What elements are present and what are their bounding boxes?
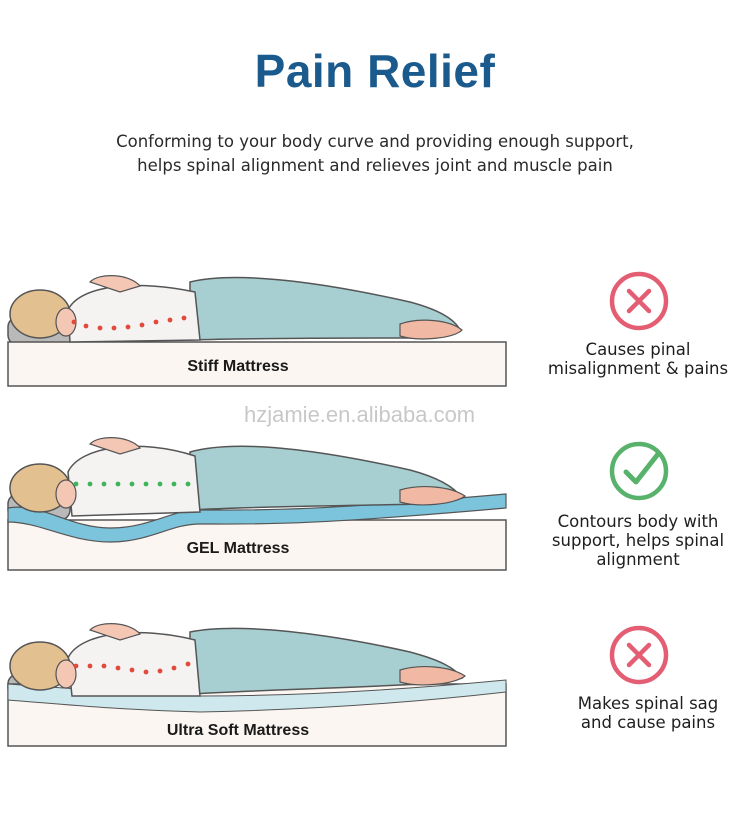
caption-line: Causes pinal [585,340,691,359]
mattress-label-gel: GEL Mattress [186,540,290,557]
subtitle-line-1: Conforming to your body curve and provid… [116,132,634,151]
caption-line: misalignment & pains [547,359,729,378]
sleeper-ultra-soft-illustration [7,623,507,747]
caption-line: and cause pains [580,713,716,732]
caption-gel: Contours body with support, helps spinal… [523,512,750,569]
check-circle-icon [608,440,670,502]
x-circle-icon [608,624,670,686]
caption-line: Makes spinal sag [577,694,719,713]
watermark-text: hzjamie.en.alibaba.com [244,402,476,427]
mattress-label-ultra-soft: Ultra Soft Mattress [166,722,310,739]
caption-line: support, helps spinal [551,531,725,550]
stiff-mattress-scene: Stiff Mattress [0,262,520,442]
ultra-soft-mattress-scene: Ultra Soft Mattress [0,622,520,802]
sleeper-stiff-illustration [7,275,507,387]
caption-stiff: Causes pinal misalignment & pains [523,340,750,378]
gel-mattress-scene: GEL Mattress [0,432,520,612]
page-title: Pain Relief [254,45,496,97]
page-subtitle: Conforming to your body curve and provid… [40,130,710,178]
mattress-label-stiff: Stiff Mattress [187,358,289,375]
caption-ultra-soft: Makes spinal sag and cause pains [533,694,750,732]
subtitle-line-2: helps spinal alignment and relieves join… [137,156,613,175]
caption-line: Contours body with [557,512,719,531]
caption-line: alignment [596,550,680,569]
sleeper-gel-illustration [7,437,507,571]
x-circle-icon [608,270,670,332]
